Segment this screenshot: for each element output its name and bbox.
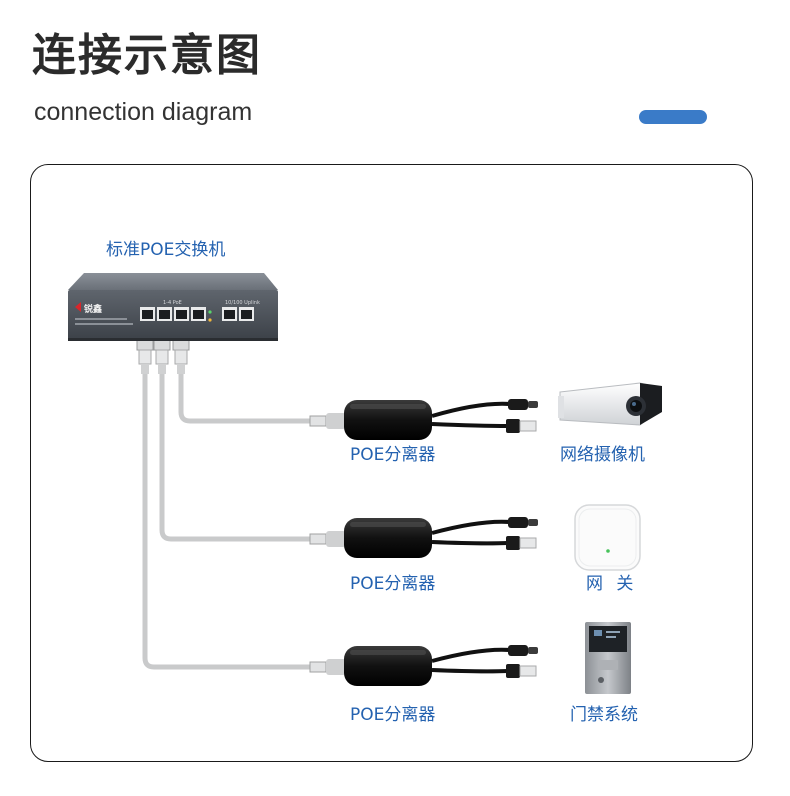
uplink-port-group bbox=[222, 307, 254, 321]
network-switch-icon: 锐鑫 1-4 PoE 10/100 Uplink bbox=[68, 273, 278, 341]
device-label-row-3: 门禁系统 bbox=[570, 705, 638, 725]
page-title: 连接示意图 bbox=[32, 30, 262, 81]
switch-label: 标准POE交换机 bbox=[106, 240, 226, 260]
poe-port-group bbox=[140, 307, 206, 321]
access-control-panel-icon bbox=[585, 622, 631, 694]
rj45-plug-icon bbox=[136, 339, 154, 374]
cable-row-1 bbox=[178, 369, 315, 424]
device-label-row-1: 网络摄像机 bbox=[560, 445, 645, 465]
port-socket bbox=[241, 310, 252, 319]
brand-logo: 锐鑫 bbox=[75, 302, 102, 315]
uplink-ports-caption: 10/100 Uplink bbox=[225, 300, 260, 306]
cable-row-3 bbox=[142, 369, 315, 670]
splitter-row-3 bbox=[309, 622, 631, 694]
port-socket bbox=[142, 310, 153, 319]
diagram-frame bbox=[30, 164, 753, 762]
brand-name: 锐鑫 bbox=[84, 303, 102, 315]
switch-plugs bbox=[136, 339, 190, 374]
page-subtitle: connection diagram bbox=[34, 98, 253, 126]
splitter-row-2 bbox=[309, 504, 641, 571]
poe-ports-caption: 1-4 PoE bbox=[163, 300, 182, 306]
wireless-ap-icon bbox=[574, 504, 641, 571]
poe-splitter-icon bbox=[309, 399, 538, 440]
port-socket bbox=[159, 310, 170, 319]
poe-splitter-icon bbox=[309, 645, 538, 686]
poe-splitter-icon bbox=[309, 517, 538, 558]
port-socket bbox=[224, 310, 235, 319]
splitter-label-row-3: POE分离器 bbox=[350, 705, 436, 725]
splitter-label-row-1: POE分离器 bbox=[350, 445, 436, 465]
splitter-label-row-2: POE分离器 bbox=[350, 574, 436, 594]
port-socket bbox=[193, 310, 204, 319]
device-label-row-2: 网 关 bbox=[586, 574, 638, 594]
accent-bar bbox=[639, 110, 707, 124]
ethernet-cables bbox=[142, 369, 315, 670]
cable-row-2 bbox=[159, 369, 315, 542]
splitter-row-1 bbox=[309, 382, 662, 440]
port-socket bbox=[176, 310, 187, 319]
bullet-camera-icon bbox=[558, 382, 662, 426]
rj45-plug-icon bbox=[172, 339, 190, 374]
rj45-plug-icon bbox=[153, 339, 171, 374]
